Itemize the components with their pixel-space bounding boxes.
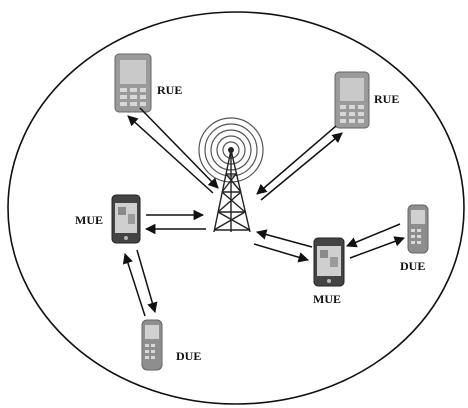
arrow-tower-to-rue-left [127,115,214,194]
arrow-mue-right-to-tower [255,229,313,248]
mue-right-phone-icon [313,237,345,287]
due-right-phone-icon [407,204,429,254]
mue-right-label: MUE [313,292,341,306]
arrow-due-to-mue-left [122,253,146,317]
cell-boundary [7,11,465,405]
arrow-mue-right-to-due [349,236,405,259]
rue-left-phone-icon [114,53,152,113]
arrow-tower-to-rue-right [260,132,343,201]
rue-right-phone-icon [334,71,370,129]
rue-right-label: RUE [374,92,400,106]
mue-left-phone-icon [111,194,141,244]
mue-left-label: MUE [75,213,103,227]
arrow-mue-left-to-due [136,249,158,314]
arrow-tower-to-mue-right [253,243,310,263]
arrow-due-to-mue-right [346,223,401,248]
due-right-label: DUE [400,259,426,273]
arrow-rue-right-to-tower [256,125,337,195]
due-bottom-label: DUE [176,349,202,363]
arrow-rue-left-to-tower [139,107,219,189]
cell-tower-icon [198,117,264,233]
due-bottom-phone-icon [141,319,163,371]
rue-left-label: RUE [157,83,183,97]
